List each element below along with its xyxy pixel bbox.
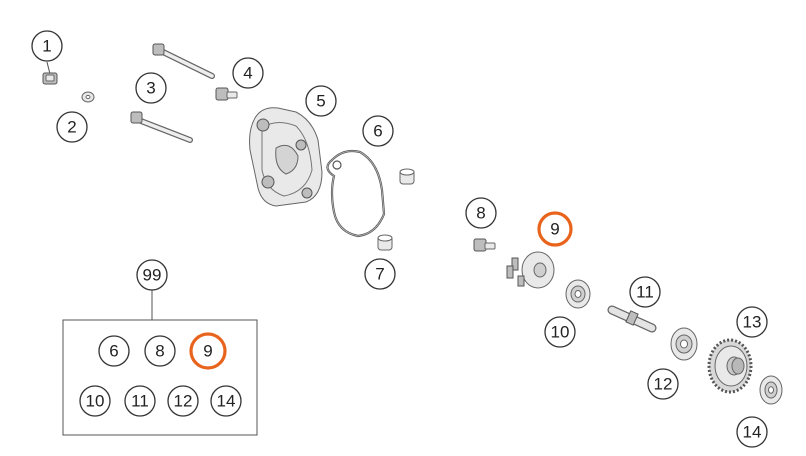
svg-text:11: 11 — [636, 283, 654, 302]
kit-item-14[interactable]: 14 — [210, 385, 242, 417]
callout-10[interactable]: 10 — [544, 316, 576, 348]
part-12-bearing — [670, 327, 698, 361]
svg-text:11: 11 — [131, 392, 149, 411]
kit-item-9-highlighted[interactable]: 9 — [189, 332, 227, 370]
svg-text:6: 6 — [373, 122, 382, 141]
leader-lines — [46, 61, 153, 320]
callout-14[interactable]: 14 — [736, 416, 768, 448]
part-10-bearing — [565, 279, 591, 309]
kit-item-11[interactable]: 11 — [124, 385, 156, 417]
kit-item-10[interactable]: 10 — [79, 385, 111, 417]
part-13-gear — [707, 338, 753, 394]
svg-text:8: 8 — [476, 204, 485, 223]
svg-text:5: 5 — [316, 92, 325, 111]
svg-text:4: 4 — [243, 64, 252, 83]
part-4-short-bolt — [215, 87, 238, 101]
svg-text:14: 14 — [217, 392, 236, 411]
svg-text:7: 7 — [375, 265, 384, 284]
part-14-bearing — [759, 375, 783, 405]
callout-6[interactable]: 6 — [362, 115, 394, 147]
svg-text:9: 9 — [203, 342, 212, 361]
callout-5[interactable]: 5 — [305, 85, 337, 117]
svg-text:10: 10 — [86, 392, 105, 411]
svg-text:12: 12 — [654, 375, 673, 394]
kit-item-6[interactable]: 6 — [98, 335, 130, 367]
svg-text:9: 9 — [550, 220, 559, 239]
callout-11[interactable]: 11 — [629, 276, 661, 308]
svg-text:12: 12 — [174, 392, 193, 411]
svg-text:1: 1 — [42, 37, 51, 56]
callout-2[interactable]: 2 — [56, 111, 88, 143]
callout-12[interactable]: 12 — [647, 368, 679, 400]
callout-3[interactable]: 3 — [135, 72, 167, 104]
kit-item-12[interactable]: 12 — [167, 385, 199, 417]
callout-99-kit[interactable]: 99 — [136, 259, 168, 291]
callout-9-highlighted[interactable]: 9 — [537, 211, 573, 247]
part-9-impeller — [506, 251, 555, 289]
svg-text:2: 2 — [67, 118, 76, 137]
callout-8[interactable]: 8 — [465, 197, 497, 229]
part-3-bolts — [130, 43, 215, 143]
part-1-nut — [42, 72, 58, 85]
callout-13[interactable]: 13 — [736, 306, 768, 338]
part-8-screw — [473, 238, 496, 252]
part-11-shaft — [607, 305, 657, 333]
part-5-pump-cover — [249, 107, 323, 207]
svg-text:3: 3 — [146, 79, 155, 98]
callout-4[interactable]: 4 — [232, 57, 264, 89]
part-6-gasket — [326, 149, 386, 238]
svg-text:6: 6 — [109, 342, 118, 361]
part-7-dowel-pins — [377, 168, 415, 251]
svg-text:8: 8 — [155, 342, 164, 361]
svg-text:14: 14 — [743, 423, 762, 442]
part-2-washer — [81, 91, 95, 103]
callout-7[interactable]: 7 — [364, 258, 396, 290]
svg-text:13: 13 — [743, 313, 762, 332]
svg-text:10: 10 — [551, 323, 570, 342]
callout-1[interactable]: 1 — [31, 30, 63, 62]
kit-item-8[interactable]: 8 — [144, 335, 176, 367]
svg-text:99: 99 — [143, 266, 162, 285]
